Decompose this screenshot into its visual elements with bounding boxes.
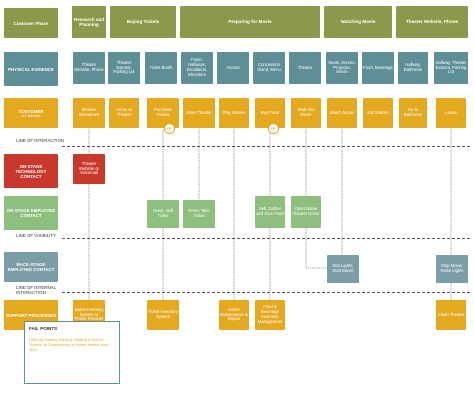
phase-research: Research and Planning	[72, 6, 106, 38]
backstage-item: Stop Movie, Raise Lights	[436, 255, 468, 283]
onstage-employee-item: Sell, Gather and Give Food	[255, 196, 285, 228]
line-of-visibility-label: LINE OF VISIBILITY	[16, 233, 57, 238]
row-label-customer: CUSTOMER 4-7 Minutes	[4, 98, 58, 128]
fail-points-title: FAIL POINTS	[29, 326, 58, 331]
customer-duration: 4-7 Minutes	[21, 113, 41, 118]
customer-action: Play Games	[219, 98, 249, 128]
line-of-visibility	[62, 238, 470, 239]
customer-action: Enter Theater	[183, 98, 215, 128]
fail-point-badge: FP	[164, 123, 175, 134]
line-of-interaction	[62, 146, 470, 147]
support-item: Game Maintenance & Repair	[219, 300, 249, 330]
customer-label: CUSTOMER	[18, 108, 44, 114]
phase-theater-website: Theater Website, Phone	[396, 6, 468, 38]
evidence-item: Concession Stand, Menu	[253, 52, 285, 84]
onstage-tech-item: Theater Website or Voicemail	[73, 154, 105, 184]
evidence-item: Seats, Screen, Projector, Movie	[326, 52, 358, 84]
fail-points-panel: FAIL POINTS Difficulty Finding Parking; …	[24, 321, 120, 384]
onstage-employee-item: Greet, Sell Ticket	[147, 200, 179, 228]
support-item: Clean Theater	[436, 300, 466, 330]
evidence-item: Food, Beverage	[362, 52, 394, 84]
line-of-internal-interaction	[62, 292, 470, 293]
line-of-internal-interaction-label: LINE OF INTERNAL INTERACTION	[16, 285, 56, 296]
onstage-employee-item: Greet, Take Ticket	[183, 200, 215, 228]
evidence-item: Theater Exterior, Parking Lot	[108, 52, 140, 84]
fail-point-badge: FP	[268, 123, 279, 134]
row-label-physical-evidence: PHYSICAL EVIDENCE	[4, 52, 58, 86]
phase-watching: Watching Movie	[324, 6, 392, 38]
customer-action: Leave	[436, 98, 466, 128]
support-item: Food & Beverage Inventory Management	[255, 300, 285, 330]
customer-action: Arrive at Theater	[109, 98, 139, 128]
connector	[305, 228, 328, 269]
customer-action: Go to Bathroom	[399, 98, 427, 128]
customer-action: Browse Showtimes	[73, 98, 105, 128]
row-label-backstage: BACK-STAGE EMPLOYEE CONTACT	[4, 252, 58, 282]
customer-action: Watch Movie	[327, 98, 357, 128]
customer-action: Eat Snacks	[363, 98, 393, 128]
evidence-item: Ticket Booth	[145, 52, 177, 84]
backstage-item: Dim Lights, Start Movie	[327, 255, 359, 283]
evidence-item: Access	[217, 52, 249, 84]
phase-buying-tickets: Buying Tickets	[110, 6, 176, 38]
evidence-item: Hallway, Bathroom	[398, 52, 428, 84]
support-item: Ticket Inventory System	[147, 300, 179, 330]
evidence-item: Theater	[289, 52, 321, 84]
onstage-employee-item: Open Movie Theater Doors	[291, 196, 321, 228]
evidence-item: Theater Website, Phone	[73, 52, 105, 84]
evidence-item: Foyer, Hallways, Escalators, Elevators	[181, 52, 213, 84]
customer-action: Purchase Tickets	[147, 98, 179, 128]
customer-action: Walk into Movie	[291, 98, 321, 128]
row-label-onstage-tech: ON-STAGE TECHNOLOGY CONTACT	[4, 154, 58, 188]
row-label-customer-phase: Customer Phase	[4, 8, 58, 38]
fail-points-text: Difficulty Finding Parking; Waiting in l…	[29, 337, 109, 353]
line-of-interaction-label: LINE OF INTERACTION	[16, 138, 65, 143]
evidence-item: Hallway, Theater Exterior, Parking Lot	[434, 52, 468, 84]
row-label-onstage-employee: ON-STAGE EMPLOYEE CONTACT	[4, 196, 58, 230]
phase-preparing: Preparing for Movie	[180, 6, 320, 38]
